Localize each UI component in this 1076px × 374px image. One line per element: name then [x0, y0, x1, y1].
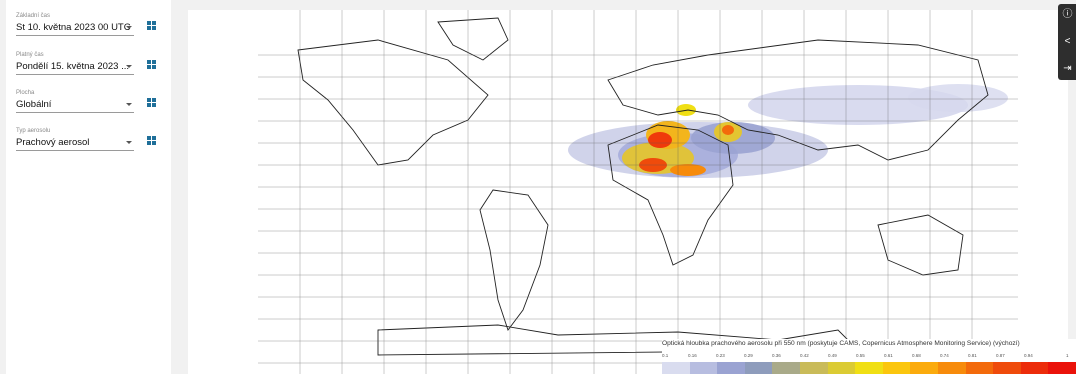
legend-swatch — [1020, 362, 1049, 374]
legend-tick: 0.49 — [828, 353, 837, 358]
map-canvas — [258, 10, 1018, 374]
legend-tick: 0.61 — [884, 353, 893, 358]
sidebar: Základní čas St 10. května 2023 00 UTC P… — [6, 0, 171, 374]
valid-time-field: Platný čas Pondělí 15. května 2023 ... — [16, 51, 166, 75]
legend-swatch — [717, 362, 745, 374]
area-select[interactable]: Globální — [16, 97, 134, 113]
base-time-label: Základní čas — [16, 13, 51, 19]
area-value: Globální — [16, 99, 52, 110]
legend-tick: 0.68 — [912, 353, 921, 358]
legend-swatch — [744, 362, 773, 374]
grid-view-icon[interactable] — [147, 21, 156, 30]
area-field: Plocha Globální — [16, 89, 166, 113]
continents — [297, 17, 989, 356]
legend-swatch — [910, 362, 938, 374]
legend-color-bar — [662, 362, 1076, 374]
color-legend: Optická hloubka prachového aerosolu při … — [662, 339, 1076, 374]
legend-tick: 0.42 — [800, 353, 809, 358]
base-time-select[interactable]: St 10. května 2023 00 UTC — [16, 20, 134, 36]
legend-tick: 0.55 — [856, 353, 865, 358]
dust-plume — [568, 84, 1008, 178]
legend-tick: 0.74 — [940, 353, 949, 358]
info-icon[interactable]: ⓘ — [1062, 9, 1073, 20]
export-icon[interactable]: ⇥ — [1063, 63, 1072, 74]
legend-swatch — [662, 362, 690, 374]
aerosol-type-select[interactable]: Prachový aerosol — [16, 135, 134, 151]
legend-swatch — [1048, 362, 1076, 374]
legend-swatch — [772, 362, 800, 374]
legend-tick: 0.87 — [996, 353, 1005, 358]
legend-swatch — [937, 362, 966, 374]
grid-view-icon[interactable] — [147, 60, 156, 69]
lat-lon-grid — [258, 10, 1018, 374]
aerosol-type-label: Typ aerosolu — [16, 128, 51, 134]
map-panel — [188, 10, 1068, 374]
grid-view-icon[interactable] — [147, 98, 156, 107]
aerosol-type-value: Prachový aerosol — [16, 137, 90, 148]
base-time-value: St 10. května 2023 00 UTC — [16, 22, 131, 33]
legend-swatch — [993, 362, 1021, 374]
legend-title: Optická hloubka prachového aerosolu při … — [662, 340, 1020, 347]
grid-view-icon[interactable] — [147, 136, 156, 145]
share-icon[interactable]: < — [1064, 36, 1071, 47]
legend-tick: 0.29 — [744, 353, 753, 358]
legend-tick: 1 — [1066, 353, 1069, 358]
legend-swatch — [827, 362, 856, 374]
area-label: Plocha — [16, 90, 35, 96]
legend-tick: 0.94 — [1024, 353, 1033, 358]
legend-ticks: 0.1 0.16 0.23 0.29 0.36 0.42 0.49 0.55 0… — [662, 353, 1076, 361]
legend-swatch — [965, 362, 994, 374]
legend-swatch — [799, 362, 828, 374]
valid-time-value: Pondělí 15. května 2023 ... — [16, 61, 130, 72]
chevron-down-icon — [126, 141, 132, 144]
aerosol-type-field: Typ aerosolu Prachový aerosol — [16, 127, 166, 151]
chevron-down-icon — [126, 26, 132, 29]
legend-tick: 0.23 — [716, 353, 725, 358]
legend-tick: 0.36 — [772, 353, 781, 358]
right-toolbar: ⓘ < ⇥ — [1058, 4, 1076, 80]
legend-tick: 0.1 — [662, 353, 669, 358]
legend-swatch — [882, 362, 911, 374]
chevron-down-icon — [126, 65, 132, 68]
world-map[interactable] — [258, 10, 1018, 374]
valid-time-label: Platný čas — [16, 52, 44, 58]
legend-tick: 0.81 — [968, 353, 977, 358]
legend-tick: 0.16 — [688, 353, 697, 358]
legend-swatch — [689, 362, 718, 374]
chevron-down-icon — [126, 103, 132, 106]
legend-swatch — [855, 362, 883, 374]
valid-time-select[interactable]: Pondělí 15. května 2023 ... — [16, 59, 134, 75]
base-time-field: Základní čas St 10. května 2023 00 UTC — [16, 12, 166, 36]
